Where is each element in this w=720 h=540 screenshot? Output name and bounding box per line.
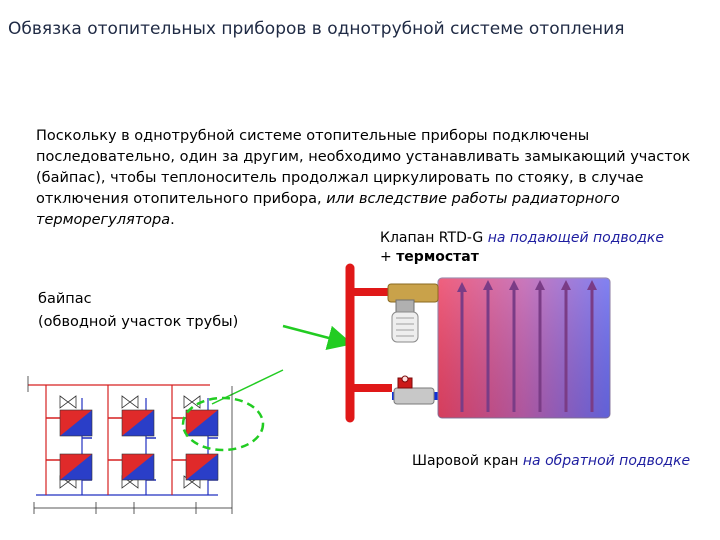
valve-plus: +: [380, 249, 397, 265]
valve-rtd-label: Клапан RTD-G на подающей подводке + терм…: [380, 229, 680, 267]
system-schematic: [27, 376, 233, 514]
thermostatic-valve: [387, 283, 439, 343]
bypass-arrow: [282, 324, 353, 351]
bypass-label-line1: байпас: [38, 291, 92, 307]
bypass-highlight-ellipse: [181, 396, 265, 452]
bypass-label-line2: (обводной участок трубы): [38, 314, 239, 330]
ball-valve-label: Шаровой кран на обратной подводке: [412, 452, 692, 471]
paragraph-italic: или вследствие работы радиаторного термо…: [36, 191, 620, 228]
paragraph-main: Поскольку в однотрубной системе отопител…: [36, 128, 691, 207]
mini-radiators: [59, 409, 219, 481]
bypass-label: байпас (обводной участок трубы): [38, 288, 298, 334]
valve-thermostat: термостат: [396, 249, 479, 265]
description-paragraph: Поскольку в однотрубной системе отопител…: [36, 126, 706, 231]
valve-location: на подающей подводке: [487, 230, 664, 246]
ball-valve: [393, 375, 435, 405]
radiator: [437, 277, 611, 419]
valve-name: Клапан RTD-G: [380, 230, 488, 246]
ball-valve-name: Шаровой кран: [412, 453, 523, 469]
page-title: Обвязка отопительных приборов в однотруб…: [8, 19, 625, 39]
paragraph-end: .: [170, 212, 175, 228]
ball-valve-location: на обратной подводке: [522, 453, 691, 469]
radiator-assembly: [345, 263, 611, 423]
